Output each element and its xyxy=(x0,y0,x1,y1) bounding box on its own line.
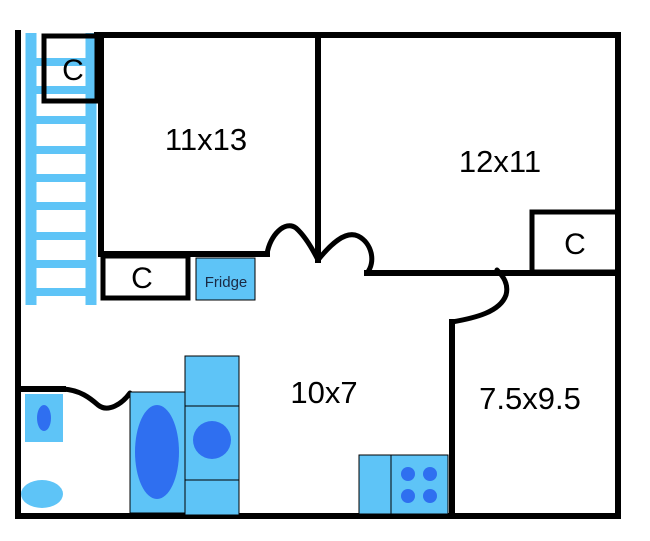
ladder xyxy=(25,33,97,305)
sink-basin xyxy=(21,480,63,508)
doors xyxy=(60,223,510,411)
room-label-bedroom-3: 7.5x9.5 xyxy=(479,381,581,416)
closet-3: C xyxy=(529,209,621,275)
closet-label: C xyxy=(62,54,84,87)
kitchen-appliances xyxy=(358,454,449,515)
door-bedroom-3[interactable] xyxy=(449,267,510,325)
bathtub-basin xyxy=(135,405,179,499)
door-bathroom[interactable] xyxy=(60,386,133,411)
closet-label: C xyxy=(131,262,153,295)
interior-walls xyxy=(15,32,621,519)
stove-burner xyxy=(401,489,415,503)
door-bedroom-1[interactable] xyxy=(264,223,321,263)
fridge-label: Fridge xyxy=(205,274,248,291)
room-label-kitchen: 10x7 xyxy=(290,375,357,410)
room-label-bedroom-1: 11x13 xyxy=(165,122,247,157)
stove-burner xyxy=(423,489,437,503)
stove-burner xyxy=(401,467,415,481)
cabinet xyxy=(184,479,240,516)
closet-2: C xyxy=(100,253,191,301)
washer-drum xyxy=(193,421,231,459)
room-label-bedroom-2: 12x11 xyxy=(459,144,541,179)
tub-and-appliances xyxy=(129,355,240,516)
dryer xyxy=(184,355,240,407)
stove-burner xyxy=(423,467,437,481)
bathroom-fixtures xyxy=(21,394,63,508)
toilet-bowl xyxy=(37,405,51,431)
closet-label: C xyxy=(564,228,586,261)
stove xyxy=(390,454,449,515)
fridge: Fridge xyxy=(195,257,256,301)
closet-1: C xyxy=(41,33,100,104)
door-bedroom-2[interactable] xyxy=(315,232,375,276)
counter xyxy=(358,454,392,515)
